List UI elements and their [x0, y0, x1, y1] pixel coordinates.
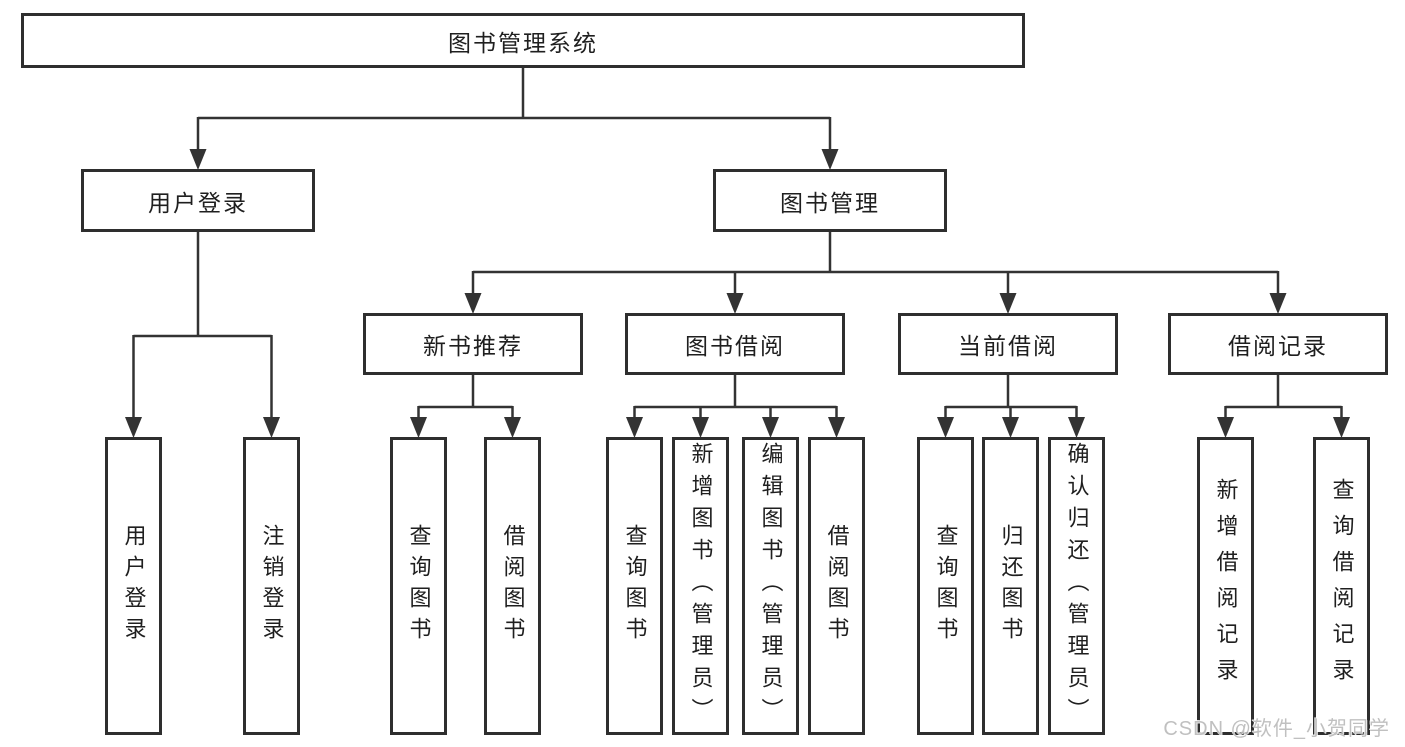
node-new-book-recommend-label: 新书推荐 — [423, 333, 523, 359]
leaf-user-login: 用户登录 — [105, 437, 162, 735]
leaf-current-query-book: 查询图书 — [917, 437, 974, 735]
node-book-borrow-label: 图书借阅 — [685, 333, 785, 359]
leaf-current-return-book: 归还图书 — [982, 437, 1039, 735]
leaf-record-add-record: 新增借阅记录 — [1197, 437, 1254, 735]
leaf-newrec-query-book: 查询图书 — [390, 437, 447, 735]
leaf-newrec-query-book-label: 查询图书 — [406, 524, 432, 648]
node-new-book-recommend: 新书推荐 — [363, 313, 583, 375]
leaf-record-add-record-label: 新增借阅记录 — [1213, 478, 1239, 694]
node-book-management-label: 图书管理 — [780, 189, 880, 216]
node-borrow-record: 借阅记录 — [1168, 313, 1388, 375]
leaf-logout-label: 注销登录 — [259, 524, 285, 648]
leaf-record-query-record: 查询借阅记录 — [1313, 437, 1370, 735]
leaf-borrow-query-book: 查询图书 — [606, 437, 663, 735]
leaf-borrow-borrow-book: 借阅图书 — [808, 437, 865, 735]
leaf-newrec-borrow-book: 借阅图书 — [484, 437, 541, 735]
leaf-current-query-book-label: 查询图书 — [933, 524, 959, 648]
leaf-borrow-add-book-admin-label: 新增图书（管理员） — [688, 442, 714, 730]
watermark: CSDN @软件_小贺同学 — [1163, 718, 1390, 740]
node-book-management: 图书管理 — [713, 169, 947, 232]
leaf-borrow-add-book-admin: 新增图书（管理员） — [672, 437, 729, 735]
node-book-borrow: 图书借阅 — [625, 313, 845, 375]
node-user-login: 用户登录 — [81, 169, 315, 232]
leaf-newrec-borrow-book-label: 借阅图书 — [500, 524, 526, 648]
node-borrow-record-label: 借阅记录 — [1228, 333, 1328, 359]
leaf-borrow-edit-book-admin-label: 编辑图书（管理员） — [758, 442, 784, 730]
leaf-borrow-query-book-label: 查询图书 — [622, 524, 648, 648]
node-user-login-label: 用户登录 — [148, 189, 248, 216]
leaf-current-return-book-label: 归还图书 — [998, 524, 1024, 648]
node-current-borrow-label: 当前借阅 — [958, 333, 1058, 359]
arrowhead-icons — [125, 149, 1350, 438]
leaf-user-login-label: 用户登录 — [121, 524, 147, 648]
leaf-record-query-record-label: 查询借阅记录 — [1329, 478, 1355, 694]
node-root-label: 图书管理系统 — [448, 29, 598, 56]
leaf-borrow-edit-book-admin: 编辑图书（管理员） — [742, 437, 799, 735]
leaf-borrow-borrow-book-label: 借阅图书 — [824, 524, 850, 648]
node-root: 图书管理系统 — [21, 13, 1025, 68]
leaf-current-confirm-return-admin: 确认归还（管理员） — [1048, 437, 1105, 735]
leaf-logout: 注销登录 — [243, 437, 300, 735]
node-current-borrow: 当前借阅 — [898, 313, 1118, 375]
leaf-current-confirm-return-admin-label: 确认归还（管理员） — [1064, 442, 1090, 730]
